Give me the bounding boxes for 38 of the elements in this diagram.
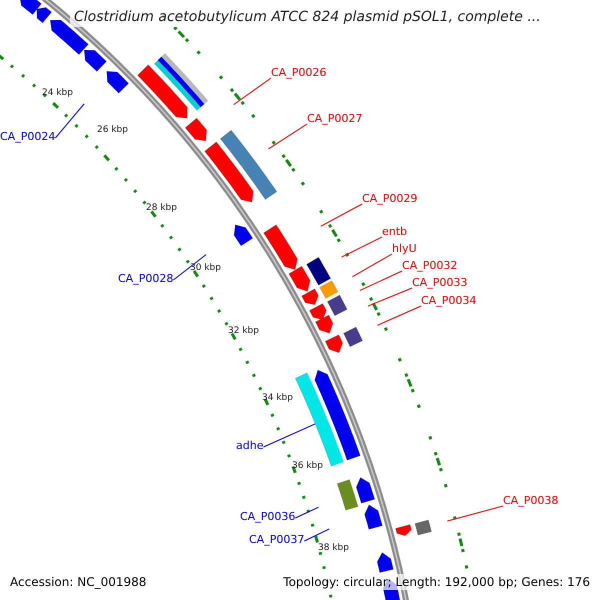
gene-label: adhe — [236, 439, 264, 453]
leader-line — [367, 288, 412, 307]
gene-label: CA_P0026 — [271, 66, 326, 80]
leader-line — [233, 78, 272, 106]
leader-line — [446, 506, 504, 522]
leader-line — [268, 124, 308, 150]
leader-line — [341, 236, 382, 258]
accession-text: Accession: NC_001988 — [8, 574, 148, 590]
gene-label: CA_P0024 — [0, 130, 56, 144]
leader-line — [172, 254, 207, 280]
scale-label: 30 kbp — [190, 262, 221, 274]
leader-line — [294, 506, 319, 518]
scale-label: 34 kbp — [262, 392, 293, 404]
leader-line — [359, 270, 402, 291]
scale-label: 36 kbp — [292, 460, 323, 472]
scale-label: 32 kbp — [228, 325, 259, 337]
gene-label: CA_P0037 — [249, 533, 304, 547]
scale-label: 38 kbp — [318, 542, 349, 554]
scale-label: 24 kbp — [42, 87, 73, 99]
gene-label: CA_P0036 — [240, 510, 296, 524]
leader-line — [352, 254, 392, 278]
gene-label: hlyU — [392, 242, 417, 256]
leader-line — [304, 528, 330, 542]
leader-line — [376, 306, 422, 326]
leader-line — [262, 423, 316, 448]
leader-line — [320, 204, 362, 227]
scale-label: 26 kbp — [97, 124, 128, 136]
scale-label: 28 kbp — [146, 202, 177, 214]
gene-label: CA_P0028 — [118, 272, 174, 286]
gene-label: entb — [382, 225, 408, 239]
gene-label: CA_P0038 — [503, 494, 558, 508]
gene-label: CA_P0033 — [412, 276, 468, 290]
leader-line — [54, 103, 85, 138]
gene-label: CA_P0032 — [402, 259, 458, 273]
genome-summary-text: Topology: circular; Length: 192,000 bp; Genes: 176 — [281, 574, 592, 590]
gene-label: CA_P0029 — [362, 192, 418, 206]
gene-label: CA_P0034 — [421, 294, 476, 308]
gene-label: CA_P0027 — [307, 112, 362, 126]
